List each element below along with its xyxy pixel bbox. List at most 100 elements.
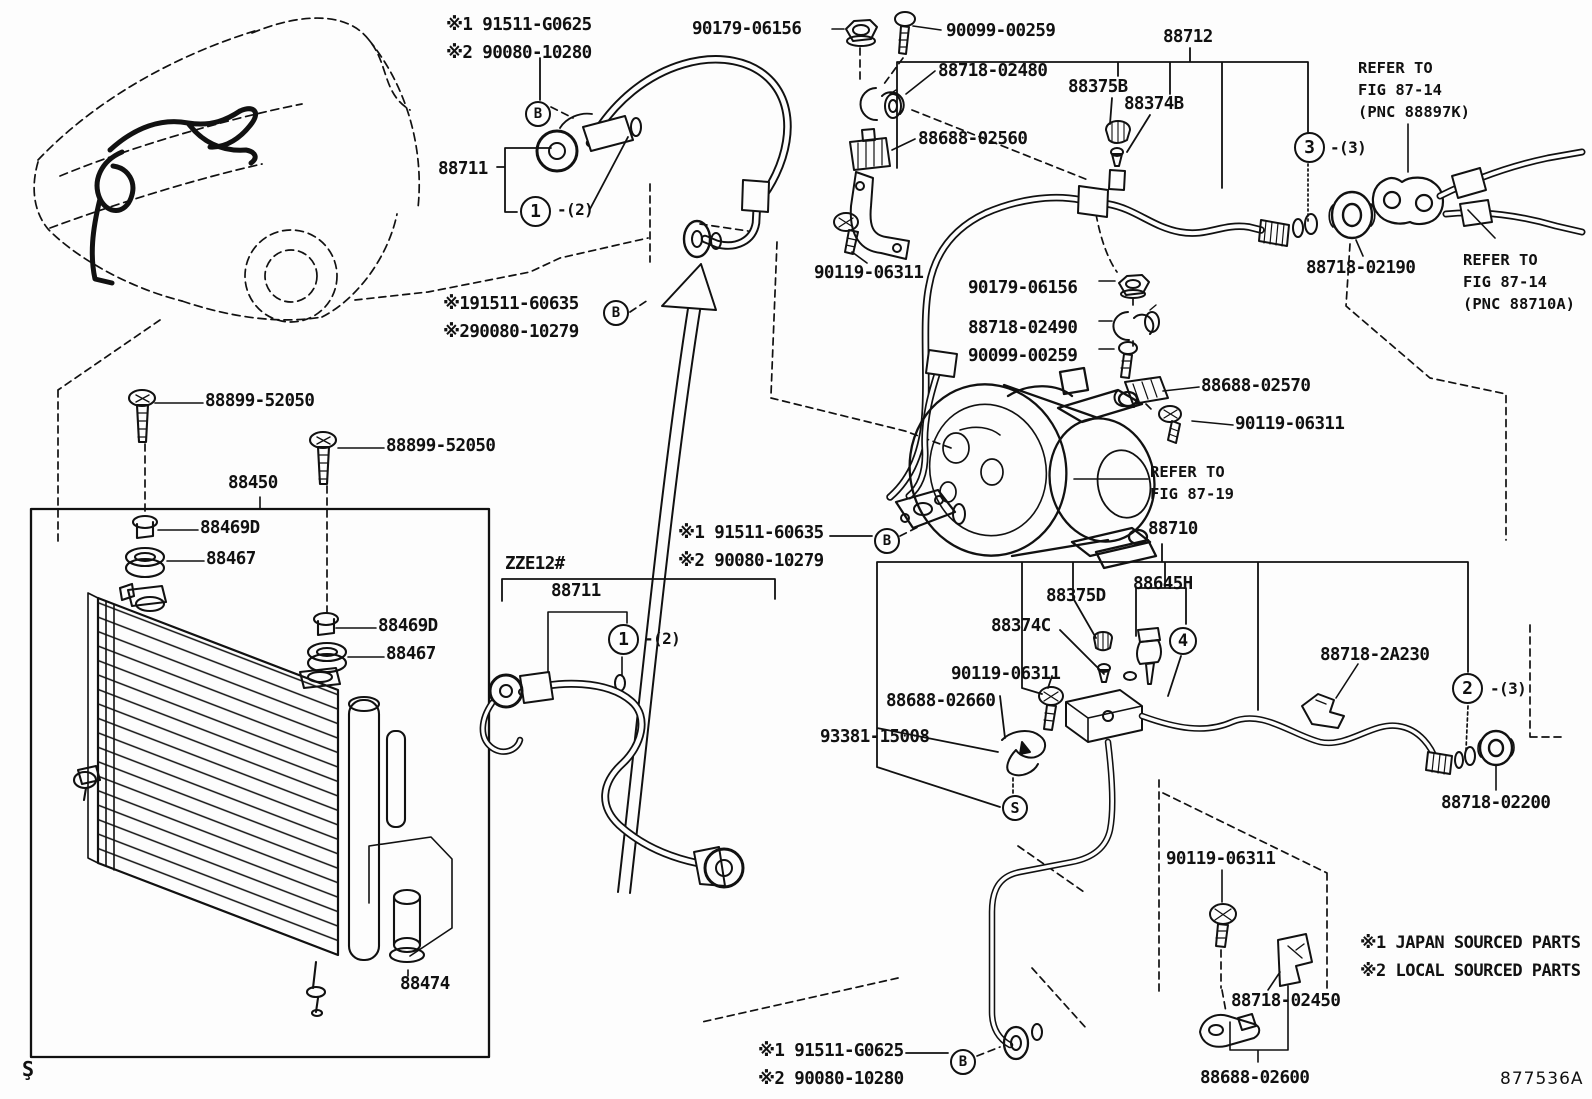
note-japan-sourced: ※1 JAPAN SOURCED PARTS — [1360, 933, 1581, 953]
label-90119-06311-2: 90119-06311 — [1235, 414, 1345, 434]
grommet-88467-2 — [306, 641, 348, 674]
sensor-88645H — [1123, 627, 1162, 685]
clamp-88718-2A230 — [1301, 693, 1345, 729]
compressor — [908, 366, 1158, 570]
ref-fig-87-14-pnc-88897k: REFER TO FIG 87-14 (PNC 88897K) — [1358, 59, 1470, 121]
label-88374B: 88374B — [1124, 94, 1184, 114]
block-joint — [1371, 176, 1444, 226]
label-90080-10280-bottom: ※2 90080-10280 — [758, 1069, 904, 1089]
label-90099-00259-2: 90099-00259 — [968, 346, 1078, 366]
o-ring — [1454, 751, 1464, 769]
label-88688-02570: 88688-02570 — [1201, 376, 1311, 396]
label-88718-02200: 88718-02200 — [1441, 793, 1551, 813]
union-88718-02190 — [1328, 190, 1376, 240]
cap-88375B — [1105, 120, 1131, 144]
zze12-subdiagram — [479, 578, 776, 889]
union-88718-02200 — [1477, 729, 1515, 767]
label-88374C: 88374C — [991, 616, 1051, 636]
label-zze12: ZZE12# — [505, 554, 565, 574]
callout-1-a: 1 — [520, 196, 551, 227]
clamp-88718-02450 — [1277, 933, 1313, 987]
bolt-88899-52050-2 — [308, 430, 338, 486]
comb-88712 — [896, 47, 1309, 191]
receiver-drier — [347, 698, 381, 962]
label-88469D-2: 88469D — [378, 616, 438, 636]
label-93381-15008: 93381-15008 — [820, 727, 930, 747]
bolt-90119-06311-1 — [833, 212, 859, 255]
label-90119-06311-4: 90119-06311 — [1166, 849, 1276, 869]
screw-90099-00259-1 — [894, 11, 916, 55]
callout-1-b: 1 — [608, 624, 639, 655]
label-88375D: 88375D — [1046, 586, 1106, 606]
label-90099-00259-1: 90099-00259 — [946, 21, 1056, 41]
bottom-right-parts — [1199, 869, 1313, 1063]
callout-4: 4 — [1169, 627, 1197, 655]
cap-88469D-2 — [312, 611, 340, 637]
bracket-cluster-upper — [831, 11, 942, 264]
callout-B-3: B — [874, 528, 900, 554]
nut-90179-06156-2 — [1118, 274, 1150, 296]
label-88645H: 88645H — [1133, 574, 1193, 594]
bolt-90119-06311-4 — [1209, 903, 1237, 948]
clamp-93381-15008 — [1001, 730, 1046, 777]
label-88688-02560: 88688-02560 — [918, 129, 1028, 149]
condenser-assembly — [29, 388, 491, 1059]
bracket-88688-02600 — [1199, 1013, 1261, 1048]
qty-suffix-3-b: -(3) — [1490, 679, 1527, 698]
label-90179-06156-2: 90179-06156 — [968, 278, 1078, 298]
bolt-90119-06311-2 — [1158, 405, 1182, 444]
label-88467-1: 88467 — [206, 549, 256, 569]
zze12-bracket — [501, 578, 776, 602]
note-local-sourced: ※2 LOCAL SOURCED PARTS — [1360, 961, 1581, 981]
label-88450: 88450 — [228, 473, 278, 493]
cap-88375D — [1093, 631, 1113, 652]
label-88899-52050-1: 88899-52050 — [205, 391, 315, 411]
label-88711-lower: 88711 — [551, 581, 601, 601]
label-88710: 88710 — [1148, 519, 1198, 539]
o-ring — [1292, 218, 1304, 238]
o-ring — [952, 503, 966, 525]
ref-leaders — [1355, 123, 1496, 257]
label-91511-60635-mid: ※1 91511-60635 — [678, 523, 824, 543]
label-88711-top: 88711 — [438, 159, 488, 179]
o-ring — [710, 232, 722, 250]
car-sketch — [33, 17, 421, 323]
label-88718-02480: 88718-02480 — [938, 61, 1048, 81]
expansion-block-group — [1001, 627, 1162, 777]
callout-3: 3 — [1294, 132, 1325, 163]
label-90179-06156-1: 90179-06156 — [692, 19, 802, 39]
label-91511-G0625-top: ※1 91511-G0625 — [446, 15, 592, 35]
label-91511-60635-left: ※191511-60635 — [443, 294, 579, 314]
qty-suffix-3-a: -(3) — [1330, 138, 1367, 157]
callout-B-2: B — [603, 300, 629, 326]
label-88718-2A230: 88718-2A230 — [1320, 645, 1430, 665]
grommet-88467-1 — [124, 546, 166, 579]
hoses-to-fig-87-14 — [1436, 148, 1586, 236]
callout-2: 2 — [1452, 673, 1483, 704]
callout-S: S — [1002, 795, 1028, 821]
ref-fig-87-19: REFER TO FIG 87-19 — [1150, 463, 1234, 503]
banjo-fitting — [682, 219, 712, 259]
bolt-90119-06311-3 — [1038, 686, 1064, 731]
bracket-cluster-middle — [1098, 274, 1234, 444]
page-corner-mark: Ş — [22, 1057, 34, 1081]
condenser-core — [96, 596, 340, 957]
direction-arrow — [617, 263, 717, 894]
label-90119-06311-3: 90119-06311 — [951, 664, 1061, 684]
clamp-88718-02490 — [1112, 304, 1160, 342]
suction-hose-88711-top — [535, 55, 792, 259]
label-88474: 88474 — [400, 974, 450, 994]
o-ring — [1031, 1023, 1043, 1041]
o-ring — [630, 117, 642, 137]
doc-number: 877536A — [1500, 1069, 1584, 1089]
label-88899-52050-2: 88899-52050 — [386, 436, 496, 456]
screw-90099-00259-2 — [1118, 341, 1138, 379]
label-88467-2: 88467 — [386, 644, 436, 664]
o-ring — [1304, 213, 1318, 235]
callout-B-1: B — [525, 101, 551, 127]
rear-pipe — [988, 738, 1116, 1061]
label-88469D-1: 88469D — [200, 518, 260, 538]
label-90119-06311-1: 90119-06311 — [814, 263, 924, 283]
